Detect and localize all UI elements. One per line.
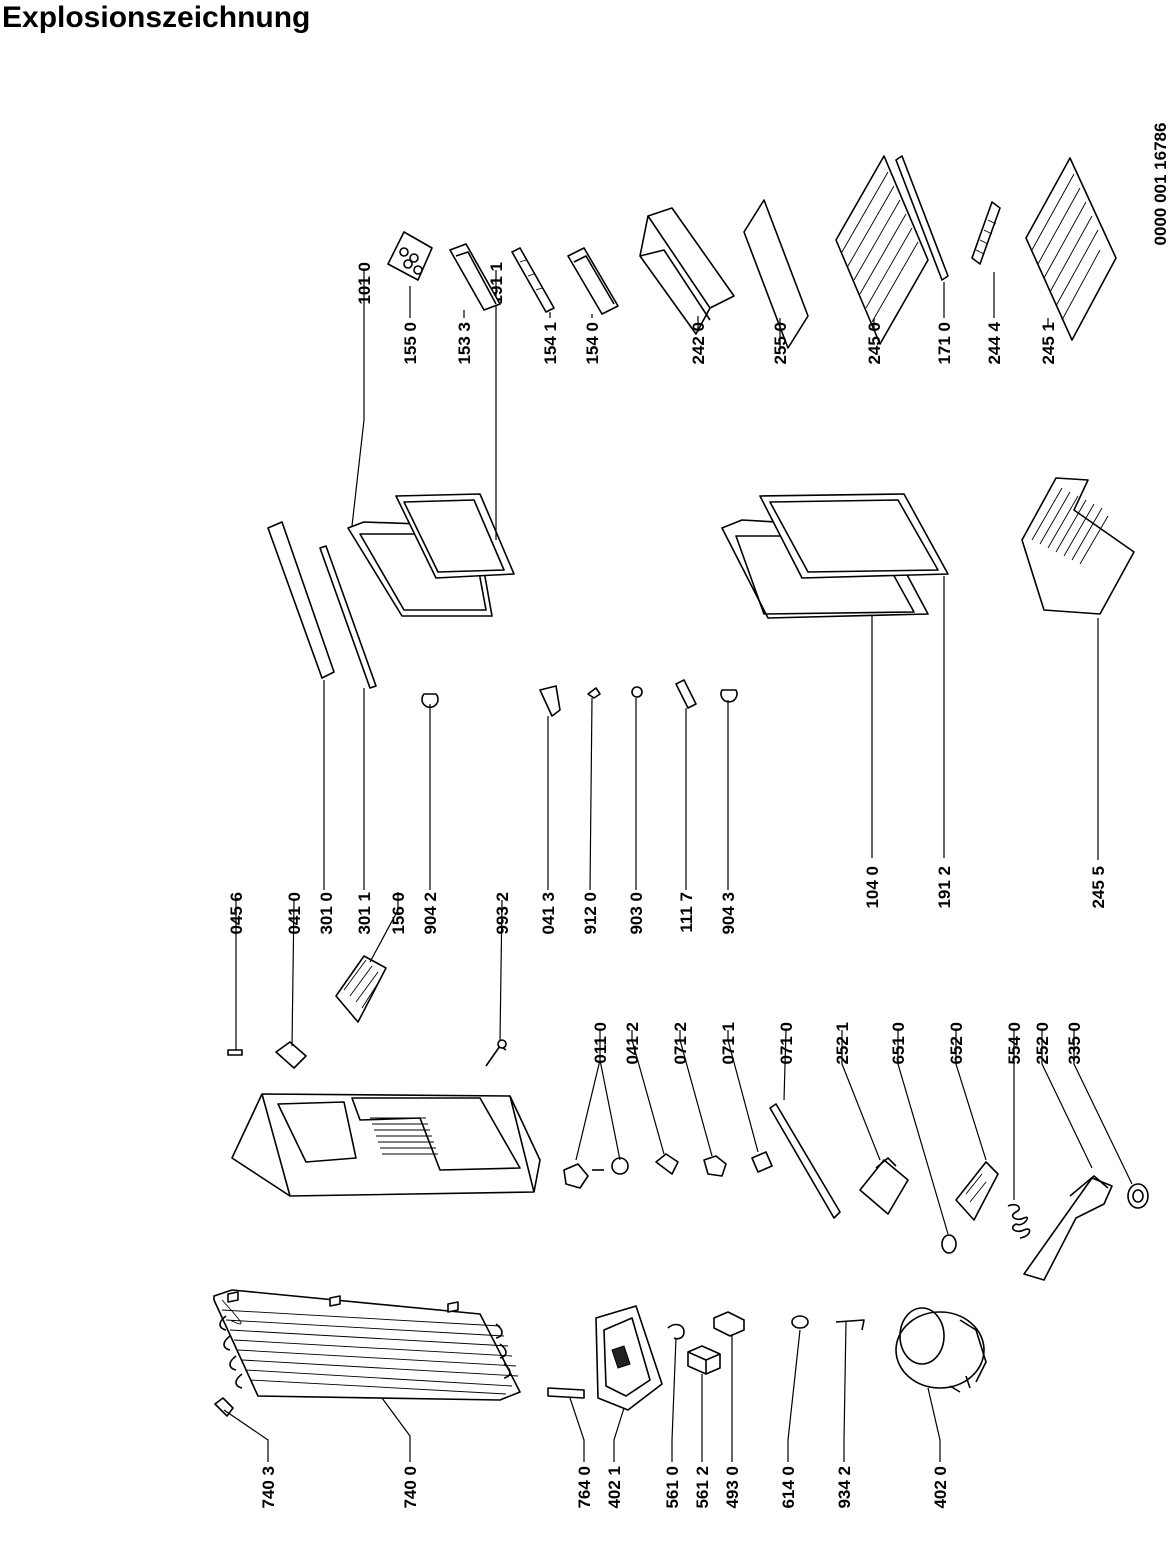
label-255-0: 255 0 [771, 322, 790, 365]
part-191-1-gasket: 191 1 [395, 262, 515, 579]
label-071-1: 071 1 [719, 1022, 738, 1065]
label-993-2: 993 2 [493, 892, 512, 935]
part-154-0-door-bin: 154 0 [567, 247, 619, 365]
part-153-3-door-bin: 153 3 [449, 243, 501, 365]
label-402-1: 402 1 [605, 1466, 624, 1509]
label-191-2: 191 2 [935, 866, 954, 909]
label-153-3: 153 3 [455, 322, 474, 365]
part-245-1-wire-shelf: 245 1 [1025, 157, 1117, 365]
part-904-2-knob: 904 2 [421, 693, 440, 935]
label-764-0: 764 0 [575, 1466, 594, 1509]
part-651-0-lamp: 651 0 [889, 1022, 957, 1254]
part-402-1-tray: 402 1 [595, 1305, 663, 1509]
label-155-0: 155 0 [401, 322, 420, 365]
label-242-0: 242 0 [689, 322, 708, 365]
part-244-4-small-shelf: 244 4 [971, 201, 1004, 365]
part-252-1-thermostat: 252 1 [833, 1022, 909, 1215]
label-912-0: 912 0 [581, 892, 600, 935]
label-041-0: 041 0 [285, 892, 304, 935]
part-255-0-glass-shelf: 255 0 [743, 199, 809, 365]
label-493-0: 493 0 [723, 1466, 742, 1509]
part-912-0-screw: 912 0 [581, 687, 601, 935]
label-651-0: 651 0 [889, 1022, 908, 1065]
part-652-0-lamp-housing: 652 0 [947, 1022, 999, 1221]
label-554-0: 554 0 [1005, 1022, 1024, 1065]
label-252-1: 252 1 [833, 1022, 852, 1065]
part-191-2-gasket: 191 2 [759, 493, 954, 909]
label-244-4: 244 4 [985, 321, 1004, 364]
label-402-0: 402 0 [931, 1466, 950, 1509]
part-cabinet [231, 1093, 541, 1197]
part-154-1-bin-front: 154 1 [511, 247, 560, 365]
label-041-3: 041 3 [539, 892, 558, 935]
part-155-0-egg-tray: 155 0 [387, 231, 433, 365]
label-011-0: 011 0 [591, 1022, 610, 1064]
part-561-2-relay: 561 2 [687, 1345, 721, 1509]
label-104-0: 104 0 [863, 866, 882, 909]
label-071-2: 071 2 [671, 1022, 690, 1065]
label-245-5: 245 5 [1089, 866, 1108, 909]
label-111-7: 111 7 [677, 892, 696, 933]
part-614-0-grommet: 614 0 [779, 1315, 809, 1509]
part-301-0-frame-strip [267, 521, 335, 890]
label-904-3: 904 3 [719, 892, 738, 935]
label-740-0: 740 0 [401, 1466, 420, 1509]
label-041-2: 041 2 [623, 1022, 642, 1065]
label-156-0: 156 0 [389, 892, 408, 935]
label-904-2: 904 2 [421, 892, 440, 935]
label-171-0: 171 0 [935, 322, 954, 365]
label-045-6: 045 6 [227, 892, 246, 935]
label-335-0: 335 0 [1065, 1022, 1084, 1065]
page-title: Explosionszeichnung [2, 1, 311, 34]
part-071-0-strip: 071 0 [769, 1022, 841, 1219]
part-903-0-screw: 903 0 [627, 686, 646, 935]
part-045-6-pin: 045 6 [227, 892, 246, 1056]
part-071-1-cap: 071 1 [719, 1022, 773, 1173]
label-740-3: 740 3 [259, 1466, 278, 1509]
label-252-0: 252 0 [1033, 1022, 1052, 1065]
part-041-3-hinge: 041 3 [539, 685, 561, 935]
label-561-0: 561 0 [663, 1466, 682, 1509]
label-301-0: 301 0 [317, 892, 336, 935]
part-934-2-clip: 934 2 [835, 1319, 865, 1509]
part-011-0-feet: 011 0 [563, 1022, 629, 1189]
part-041-2-hinge: 041 2 [623, 1022, 679, 1175]
part-104-0-fridge-door: 104 0 [721, 519, 929, 909]
label-614-0: 614 0 [779, 1466, 798, 1509]
label-101-0: 101 0 [355, 262, 374, 305]
label-561-2: 561 2 [693, 1466, 712, 1509]
document-id: 0000 001 16786 [1151, 123, 1170, 246]
label-071-0: 071 0 [777, 1022, 796, 1065]
label-301-1: 301 1 [355, 892, 374, 935]
part-242-0-bottle-bin: 242 0 [639, 207, 735, 365]
part-904-3-knob: 904 3 [719, 689, 738, 935]
part-335-0-knob: 335 0 [1065, 1022, 1149, 1209]
label-245-1: 245 1 [1039, 322, 1058, 365]
part-041-0-hinge: 041 0 [275, 892, 307, 1069]
part-764-0-drier: 764 0 [547, 1387, 594, 1509]
part-554-0-heater: 554 0 [1005, 1022, 1031, 1239]
part-740-3-bracket: 740 3 [214, 1397, 278, 1509]
part-561-0-clip: 561 0 [663, 1323, 685, 1509]
label-245-0: 245 0 [865, 322, 884, 365]
part-245-0-wire-shelf: 245 0 [835, 155, 929, 365]
part-301-1-rod [319, 545, 377, 890]
part-171-0-shelf-trim: 171 0 [895, 155, 954, 365]
label-934-2: 934 2 [835, 1466, 854, 1509]
part-245-5-crisper: 245 5 [1021, 477, 1135, 909]
part-493-0-cover: 493 0 [713, 1311, 745, 1509]
part-402-0-compressor: 402 0 [895, 1307, 987, 1509]
part-111-7-handle: 111 7 [675, 679, 697, 933]
label-154-1: 154 1 [541, 322, 560, 365]
label-154-0: 154 0 [583, 322, 602, 365]
label-652-0: 652 0 [947, 1022, 966, 1065]
label-903-0: 903 0 [627, 892, 646, 935]
part-071-2-cap: 071 2 [671, 1022, 727, 1177]
part-252-0-control-bar: 252 0 [1023, 1022, 1113, 1281]
part-156-0-ice-tray: 156 0 [335, 892, 408, 1023]
part-993-2-sensor: 993 2 [485, 892, 512, 1067]
part-740-0-condenser: 740 0 [213, 1289, 521, 1509]
